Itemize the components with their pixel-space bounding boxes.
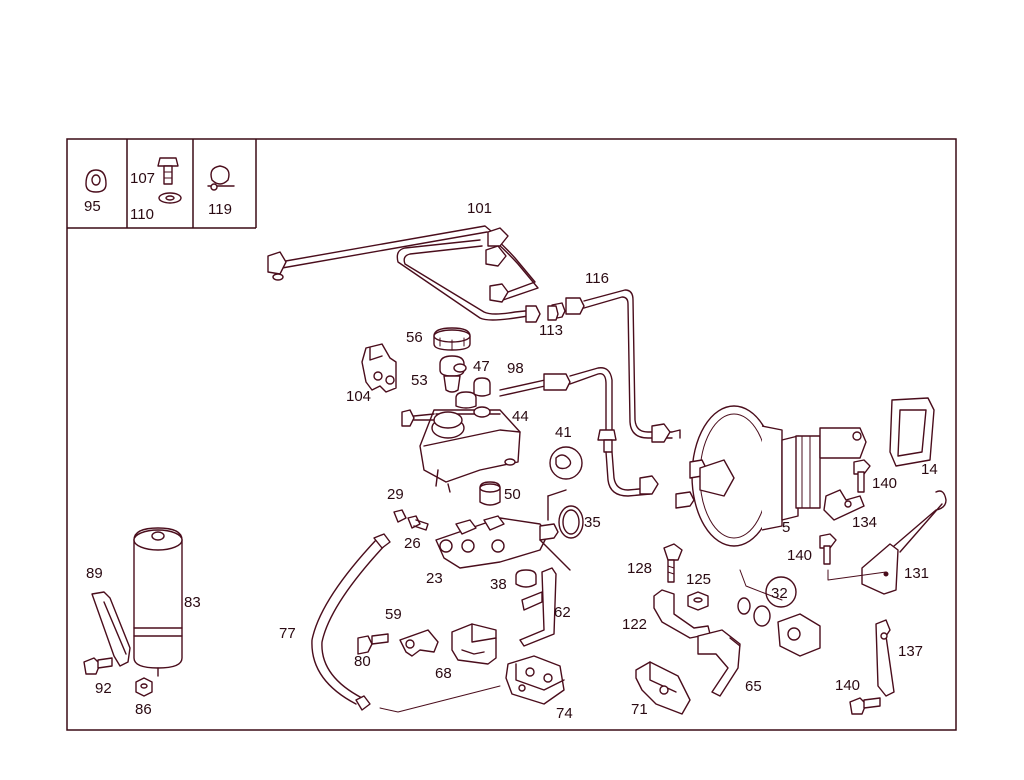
part-68-bracket-insulator[interactable] xyxy=(451,623,497,665)
label-116: 116 xyxy=(585,270,609,287)
part-80-bolt[interactable] xyxy=(357,633,389,655)
part-128-bolt[interactable] xyxy=(663,543,683,583)
part-71-sensor-bracket[interactable] xyxy=(635,661,691,715)
part-113-union-nut[interactable] xyxy=(547,305,559,321)
part-122-bracket[interactable] xyxy=(653,589,711,639)
part-47-plug[interactable] xyxy=(473,377,491,397)
label-128: 128 xyxy=(627,560,652,577)
part-95-grommet[interactable] xyxy=(85,169,107,193)
diagram-border xyxy=(66,138,957,731)
label-35: 35 xyxy=(584,514,601,531)
label-5: 5 xyxy=(782,519,790,536)
part-92-bolt[interactable] xyxy=(83,657,113,675)
part-134-bracket[interactable] xyxy=(823,489,865,521)
part-104-bracket[interactable] xyxy=(361,343,397,393)
part-53-filter-screen[interactable] xyxy=(439,355,467,393)
label-134: 134 xyxy=(852,514,877,531)
label-140-upper: 140 xyxy=(872,475,897,492)
label-68: 68 xyxy=(435,665,452,682)
label-140-lower: 140 xyxy=(835,677,860,694)
label-74: 74 xyxy=(556,705,573,722)
part-77-vacuum-hose[interactable] xyxy=(311,533,501,713)
label-107: 107 xyxy=(130,170,155,187)
part-14-gasket[interactable] xyxy=(889,397,935,467)
part-116-brake-line[interactable] xyxy=(551,289,681,443)
part-65-bracket[interactable] xyxy=(697,629,741,697)
part-125-nut[interactable] xyxy=(687,591,709,611)
label-41: 41 xyxy=(555,424,572,441)
label-98: 98 xyxy=(507,360,524,377)
label-23: 23 xyxy=(426,570,443,587)
part-86-nut[interactable] xyxy=(135,677,153,697)
label-26: 26 xyxy=(404,535,421,552)
part-98-brake-line[interactable] xyxy=(499,367,659,497)
label-131: 131 xyxy=(904,565,929,582)
callout-labels: 95 107 110 119 101 116 113 56 47 98 104 … xyxy=(84,170,938,722)
part-62-bracket[interactable] xyxy=(519,567,557,647)
part-5-brake-booster[interactable] xyxy=(675,405,867,547)
label-50: 50 xyxy=(504,486,521,503)
part-23-master-cylinder[interactable] xyxy=(435,489,571,571)
label-140-middle: 140 xyxy=(787,547,812,564)
label-119: 119 xyxy=(208,201,232,218)
label-89: 89 xyxy=(86,565,103,582)
label-125: 125 xyxy=(686,571,711,588)
part-110-washer[interactable] xyxy=(158,192,182,204)
label-14: 14 xyxy=(921,461,938,478)
part-56-reservoir-cap[interactable] xyxy=(433,327,471,351)
part-137-bracket[interactable] xyxy=(875,619,895,697)
part-26-screw-plug[interactable] xyxy=(407,515,429,531)
part-35-seal-ring[interactable] xyxy=(558,505,584,539)
label-80: 80 xyxy=(354,653,371,670)
part-41-snap-ring[interactable] xyxy=(549,446,583,480)
inset-panel xyxy=(67,139,257,229)
part-32-switch[interactable] xyxy=(737,569,821,657)
label-71: 71 xyxy=(631,701,648,718)
label-83: 83 xyxy=(184,594,201,611)
label-59: 59 xyxy=(385,606,402,623)
part-140-bolt-middle[interactable] xyxy=(819,533,887,581)
part-107-bolt[interactable] xyxy=(157,157,179,185)
part-38-grommet[interactable] xyxy=(515,569,537,588)
label-56: 56 xyxy=(406,329,423,346)
label-92: 92 xyxy=(95,680,112,697)
label-32: 32 xyxy=(771,585,788,602)
label-137: 137 xyxy=(898,643,923,660)
part-101-brake-line[interactable] xyxy=(267,225,541,323)
part-50-grommet[interactable] xyxy=(479,481,501,506)
label-110: 110 xyxy=(130,206,154,223)
label-77: 77 xyxy=(279,625,296,642)
part-59-clip[interactable] xyxy=(399,629,439,657)
label-104: 104 xyxy=(346,388,371,405)
label-47: 47 xyxy=(473,358,490,375)
label-113: 113 xyxy=(539,322,563,339)
part-83-filter-canister[interactable] xyxy=(133,527,183,677)
part-119-clamp[interactable] xyxy=(207,165,235,191)
label-95: 95 xyxy=(84,198,101,215)
label-29: 29 xyxy=(387,486,404,503)
part-29-seal[interactable] xyxy=(393,509,407,523)
label-86: 86 xyxy=(135,701,152,718)
part-89-bracket[interactable] xyxy=(91,591,131,667)
part-131-bracket[interactable] xyxy=(861,490,947,595)
part-140-bolt-upper[interactable] xyxy=(853,459,871,493)
part-140-bolt-lower[interactable] xyxy=(849,697,881,715)
label-38: 38 xyxy=(490,576,507,593)
label-122: 122 xyxy=(622,616,647,633)
label-44: 44 xyxy=(512,408,529,425)
label-62: 62 xyxy=(554,604,571,621)
label-53: 53 xyxy=(411,372,428,389)
label-101: 101 xyxy=(467,200,492,217)
part-74-brake-valve[interactable] xyxy=(505,655,565,705)
label-65: 65 xyxy=(745,678,762,695)
part-44-brake-fluid-reservoir[interactable] xyxy=(401,391,521,493)
